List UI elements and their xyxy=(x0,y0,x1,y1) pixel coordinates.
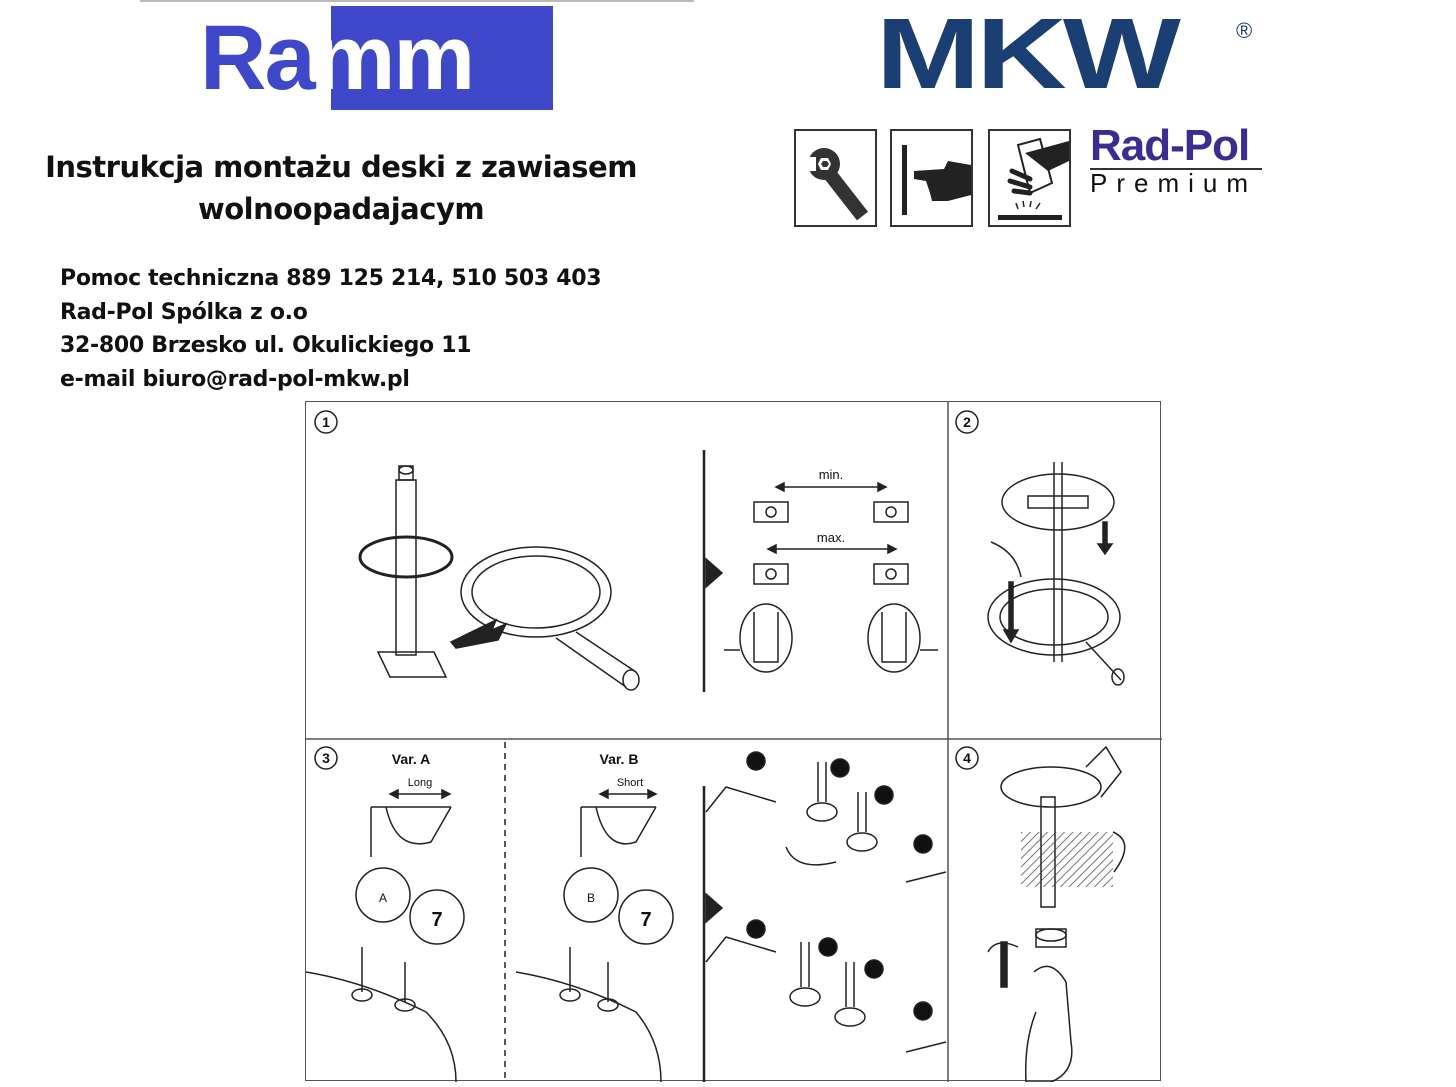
instruction-diagram: 1 2 3 4 min. max. Var. A Var. B Long Sho… xyxy=(305,401,1162,1083)
svg-text:7: 7 xyxy=(431,909,442,931)
svg-text:B: B xyxy=(587,891,595,905)
registered-mark: ® xyxy=(1236,18,1253,43)
svg-text:A: A xyxy=(379,891,387,905)
svg-text:B: B xyxy=(836,761,844,775)
var-a-label: Var. A xyxy=(392,751,430,767)
svg-text:1: 1 xyxy=(920,1004,927,1018)
svg-text:2: 2 xyxy=(753,922,760,936)
svg-text:1: 1 xyxy=(920,837,927,851)
radpol-logo: Rad-Pol Premium xyxy=(1090,122,1262,196)
wipe-clean-icon xyxy=(988,129,1071,227)
top-rule xyxy=(140,0,694,2)
short-label: Short xyxy=(617,777,643,789)
address: 32-800 Brzesko ul. Okulickiego 11 xyxy=(60,333,472,358)
step-2: 2 xyxy=(955,410,979,434)
company: Rad-Pol Spólka z o.o xyxy=(60,299,308,325)
wrench-icon xyxy=(794,129,877,227)
svg-text:3: 3 xyxy=(322,750,330,766)
svg-text:A: A xyxy=(824,940,832,954)
email: e-mail biuro@rad-pol-mkw.pl xyxy=(60,366,410,392)
svg-text:4: 4 xyxy=(963,750,971,766)
svg-text:1: 1 xyxy=(322,414,330,430)
min-label: min. xyxy=(819,467,844,482)
document-title: Instrukcja montażu deski z zawiasem woln… xyxy=(45,150,637,226)
mkw-logo: MKW xyxy=(876,0,1181,110)
ramm-logo: Ramm xyxy=(200,6,553,110)
svg-text:B: B xyxy=(870,962,878,976)
svg-text:A: A xyxy=(880,788,888,802)
step-4: 4 xyxy=(955,746,979,770)
step-1: 1 xyxy=(314,410,338,434)
long-label: Long xyxy=(408,777,432,789)
step-3: 3 xyxy=(314,746,338,770)
pointing-hand-icon xyxy=(890,129,973,227)
var-b-label: Var. B xyxy=(600,751,639,767)
contact-info: Pomoc techniczna 889 125 214, 510 503 40… xyxy=(60,262,602,396)
svg-text:7: 7 xyxy=(640,909,651,931)
svg-text:2: 2 xyxy=(753,754,760,768)
svg-text:2: 2 xyxy=(963,414,971,430)
phone: Pomoc techniczna 889 125 214, 510 503 40… xyxy=(60,266,602,291)
max-label: max. xyxy=(817,530,845,545)
